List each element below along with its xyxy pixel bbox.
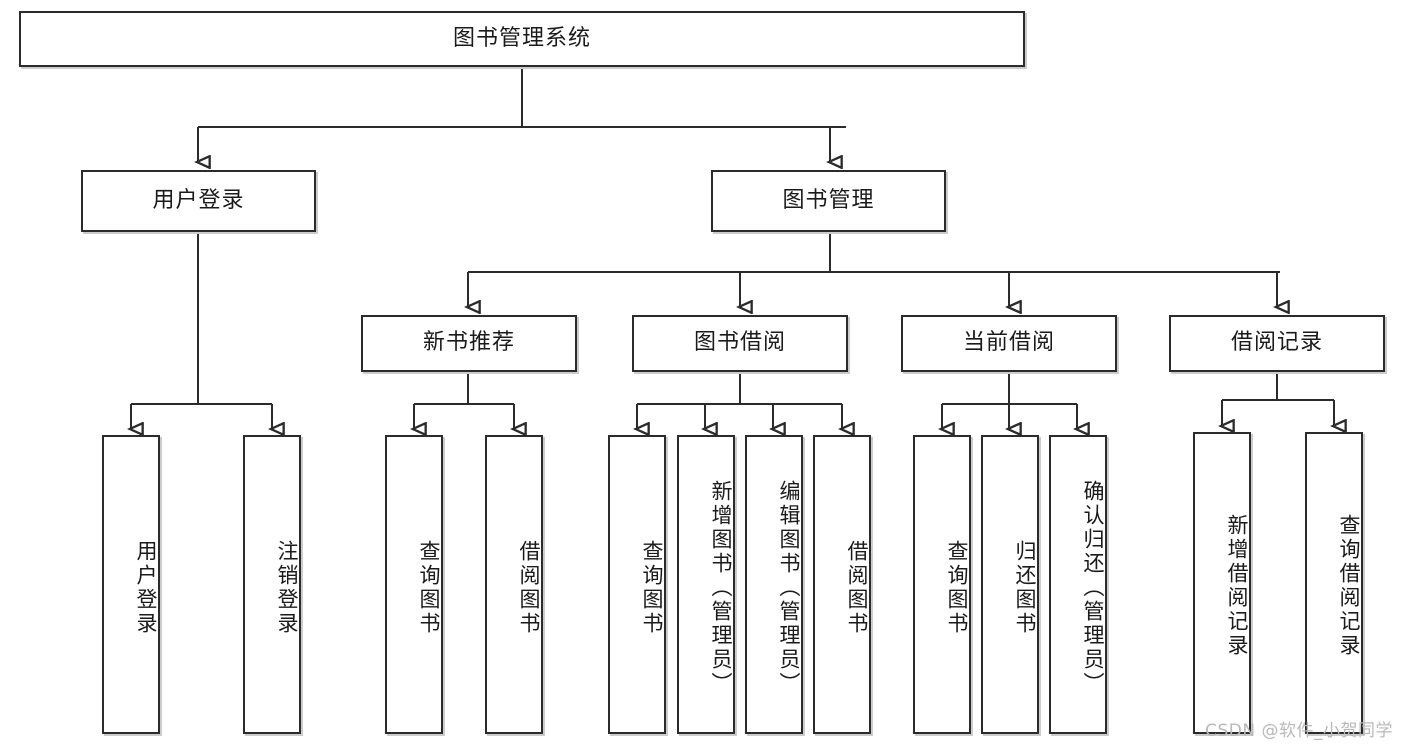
leaf-query-book-2[interactable]: 查询图书 [608,435,666,734]
node-new-book-recommend-label: 新书推荐 [422,330,515,356]
leaf-query-book-3[interactable]: 查询图书 [913,435,971,734]
node-new-book-recommend[interactable]: 新书推荐 [361,315,577,372]
leaf-query-book-3-label: 查询图书 [945,539,969,636]
leaf-user-login[interactable]: 用户登录 [102,435,160,734]
node-book-manage-label: 图书管理 [782,187,875,213]
leaf-edit-book[interactable]: 编辑图书（管理员） [745,435,803,734]
leaf-query-record[interactable]: 查询借阅记录 [1305,432,1363,734]
leaf-borrow-book-2-label: 借阅图书 [845,539,869,636]
leaf-add-record[interactable]: 新增借阅记录 [1193,432,1251,734]
node-book-manage[interactable]: 图书管理 [711,170,946,232]
leaf-query-book-1[interactable]: 查询图书 [385,435,443,734]
node-borrow-record[interactable]: 借阅记录 [1169,315,1385,372]
node-book-borrow-label: 图书借阅 [693,330,786,356]
leaf-borrow-book-2[interactable]: 借阅图书 [813,435,871,734]
csdn-watermark: CSDN @软件_小贺同学 [1205,721,1393,741]
leaf-query-book-1-label: 查询图书 [417,539,441,636]
node-current-borrow-label: 当前借阅 [962,330,1055,356]
node-borrow-record-label: 借阅记录 [1230,330,1323,356]
leaf-query-record-label: 查询借阅记录 [1337,514,1361,658]
leaf-edit-book-label: 编辑图书（管理员） [777,479,801,696]
node-user-login[interactable]: 用户登录 [81,170,316,232]
leaf-add-book[interactable]: 新增图书（管理员） [677,435,735,734]
node-current-borrow[interactable]: 当前借阅 [901,315,1117,372]
leaf-logout-login[interactable]: 注销登录 [243,435,301,734]
leaf-confirm-return[interactable]: 确认归还（管理员） [1049,435,1107,734]
node-root-label: 图书管理系统 [452,25,591,51]
node-book-borrow[interactable]: 图书借阅 [632,315,848,372]
leaf-add-record-label: 新增借阅记录 [1225,514,1249,658]
leaf-query-book-2-label: 查询图书 [640,539,664,636]
node-user-login-label: 用户登录 [152,187,245,213]
leaf-logout-login-label: 注销登录 [275,539,299,636]
leaf-user-login-label: 用户登录 [134,539,158,636]
leaf-confirm-return-label: 确认归还（管理员） [1081,479,1105,696]
leaf-add-book-label: 新增图书（管理员） [709,479,733,696]
leaf-borrow-book-1[interactable]: 借阅图书 [485,435,543,734]
node-root[interactable]: 图书管理系统 [19,11,1025,67]
leaf-return-book[interactable]: 归还图书 [981,435,1039,734]
leaf-return-book-label: 归还图书 [1013,539,1037,636]
leaf-borrow-book-1-label: 借阅图书 [517,539,541,636]
